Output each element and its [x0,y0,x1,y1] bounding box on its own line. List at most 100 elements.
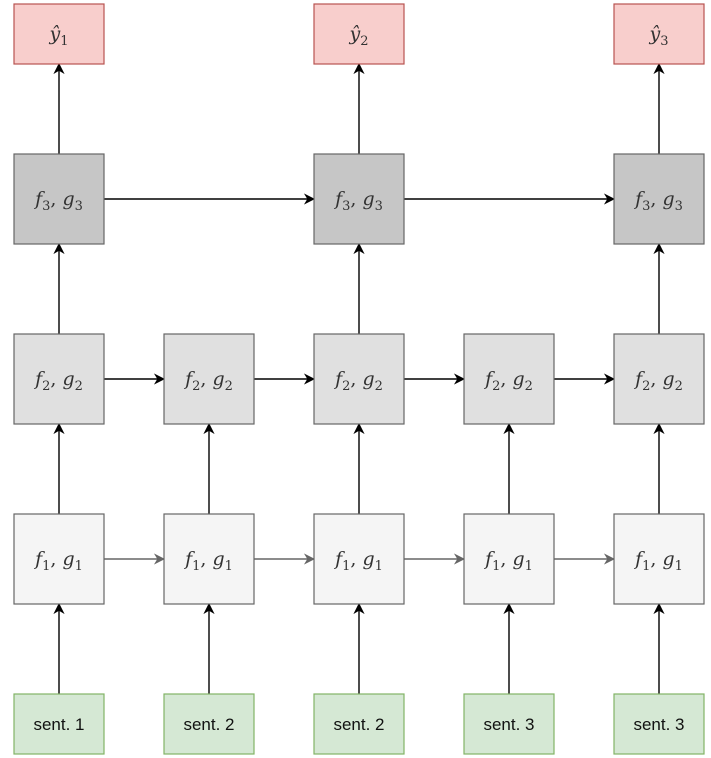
symbol: g [362,368,374,390]
symbol: f [183,548,195,570]
subscript: 2 [42,379,50,394]
symbol: g [662,188,674,210]
input-node-4-box [463,693,555,755]
layer2-label: f2​, g2​ [633,368,683,394]
layer3-label: f3​, g3​ [33,188,83,214]
subscript: 1 [60,34,68,49]
separator: , [200,548,212,570]
layer1-node-5: f1​, g1​ [613,513,705,605]
layer3-label: f3​, g3​ [633,188,683,214]
subscript: 3 [42,199,50,214]
symbol: ŷ [48,23,60,45]
symbol: f [33,188,45,210]
layer2-label: f2​, g2​ [183,368,233,394]
subscript: 2 [342,379,350,394]
separator: , [500,368,512,390]
subscript: 3 [342,199,350,214]
layer3-node-1: f3​, g3​ [13,153,105,245]
symbol: g [662,368,674,390]
input-label: sent. 1 [33,715,84,734]
layer2-node-3-box [313,333,405,425]
layer2-node-5: f2​, g2​ [613,333,705,425]
layer2-label: f2​, g2​ [333,368,383,394]
subscript: 1 [525,559,533,574]
symbol: f [633,188,645,210]
symbol: f [333,548,345,570]
input-label: sent. 2 [333,715,384,734]
subscript: 2 [492,379,500,394]
layer1-node-3-box [313,513,405,605]
input-label: sent. 2 [183,715,234,734]
subscript: 2 [375,379,383,394]
layer1-label: f1​, g1​ [633,548,683,574]
separator: , [650,188,662,210]
subscript: 1 [492,559,500,574]
symbol: f [183,368,195,390]
input-node-1-box [13,693,105,755]
layer2-node-4: f2​, g2​ [463,333,555,425]
layer2-node-1: f2​, g2​ [13,333,105,425]
separator: , [350,188,362,210]
output-label: ŷ1​ [48,23,68,49]
subscript: 2 [192,379,200,394]
layer1-node-5-box [613,513,705,605]
separator: , [650,548,662,570]
symbol: f [33,368,45,390]
layer1-node-3: f1​, g1​ [313,513,405,605]
layer1-label: f1​, g1​ [33,548,83,574]
subscript: 3 [75,199,83,214]
subscript: 3 [660,34,668,49]
layer1-node-1-box [13,513,105,605]
separator: , [350,368,362,390]
subscript: 1 [42,559,50,574]
layer2-node-1-box [13,333,105,425]
symbol: g [662,548,674,570]
symbol: g [512,368,524,390]
output-node-3-box [613,3,705,65]
layer3-node-3-box [613,153,705,245]
layer3-node-2-box [313,153,405,245]
symbol: g [212,368,224,390]
symbol: g [362,548,374,570]
symbol: g [512,548,524,570]
layer3-node-2: f3​, g3​ [313,153,405,245]
subscript: 2 [225,379,233,394]
layer1-node-4-box [463,513,555,605]
symbol: f [333,368,345,390]
layer2-label: f2​, g2​ [33,368,83,394]
symbol: f [483,548,495,570]
separator: , [50,188,62,210]
output-node-3: ŷ3​ [613,3,705,65]
subscript: 2 [75,379,83,394]
separator: , [500,548,512,570]
layer2-label: f2​, g2​ [483,368,533,394]
symbol: f [33,548,45,570]
layer1-label: f1​, g1​ [183,548,233,574]
subscript: 2 [360,34,368,49]
layer2-node-4-box [463,333,555,425]
input-node-3-box [313,693,405,755]
symbol: f [483,368,495,390]
layer3-label: f3​, g3​ [333,188,383,214]
separator: , [200,368,212,390]
input-node-2: sent. 2 [163,693,255,755]
layer1-node-4: f1​, g1​ [463,513,555,605]
output-node-2-box [313,3,405,65]
layer2-node-5-box [613,333,705,425]
layer1-label: f1​, g1​ [483,548,533,574]
symbol: ŷ [348,23,360,45]
symbol: f [333,188,345,210]
symbol: g [62,548,74,570]
separator: , [50,548,62,570]
output-label: ŷ2​ [348,23,368,49]
symbol: g [62,188,74,210]
symbol: f [633,368,645,390]
separator: , [350,548,362,570]
output-label: ŷ3​ [648,23,668,49]
subscript: 3 [642,199,650,214]
input-node-2-box [163,693,255,755]
layer3-node-1-box [13,153,105,245]
layer3-node-3: f3​, g3​ [613,153,705,245]
output-node-1-box [13,3,105,65]
